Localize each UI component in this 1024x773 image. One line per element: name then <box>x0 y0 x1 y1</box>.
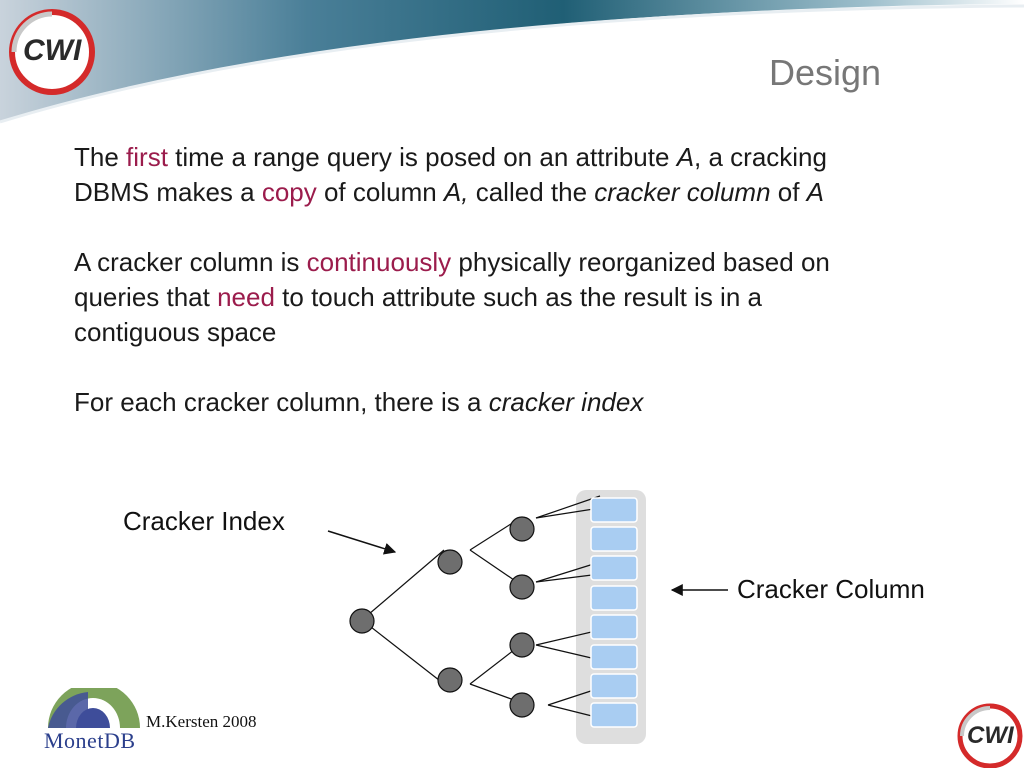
tree-node-root <box>349 608 375 634</box>
paragraph-reorganization: A cracker column is continuously physica… <box>74 247 830 347</box>
tree-node <box>509 692 535 718</box>
author-credit: M.Kersten 2008 <box>146 712 257 731</box>
monetdb-logo <box>48 688 140 728</box>
cracker-index-label: Cracker Index <box>123 506 285 536</box>
tree-node <box>509 516 535 542</box>
slide-body: The first time a range query is posed on… <box>74 140 894 455</box>
cwi-logo-text: CWI <box>23 34 82 67</box>
tree-node <box>509 632 535 658</box>
cracker-column-label: Cracker Column <box>737 574 925 604</box>
column-cell <box>590 702 638 728</box>
column-cell <box>590 585 638 611</box>
cracker-diagram <box>327 490 728 744</box>
tree-node <box>437 667 463 693</box>
tree-edges <box>361 495 601 719</box>
column-cell <box>590 526 638 552</box>
column-cell <box>590 673 638 699</box>
header-banner <box>0 0 1024 124</box>
column-cell <box>590 555 638 581</box>
tree-node <box>509 574 535 600</box>
column-cell <box>590 497 638 523</box>
cwi-logo-bottom: CWI <box>950 698 1024 769</box>
slide-title: Design <box>769 52 882 93</box>
column-cell <box>590 614 638 640</box>
column-cell <box>590 644 638 670</box>
paragraph-cracker-index: For each cracker column, there is a crac… <box>74 387 644 417</box>
tree-node <box>437 549 463 575</box>
paragraph-first-query: The first time a range query is posed on… <box>74 142 827 207</box>
cwi-logo-top: CWI <box>6 6 98 98</box>
index-arrow <box>327 530 397 555</box>
monetdb-logo-text: MonetDB <box>44 728 136 753</box>
cwi-logo-text-bottom: CWI <box>967 722 1014 749</box>
